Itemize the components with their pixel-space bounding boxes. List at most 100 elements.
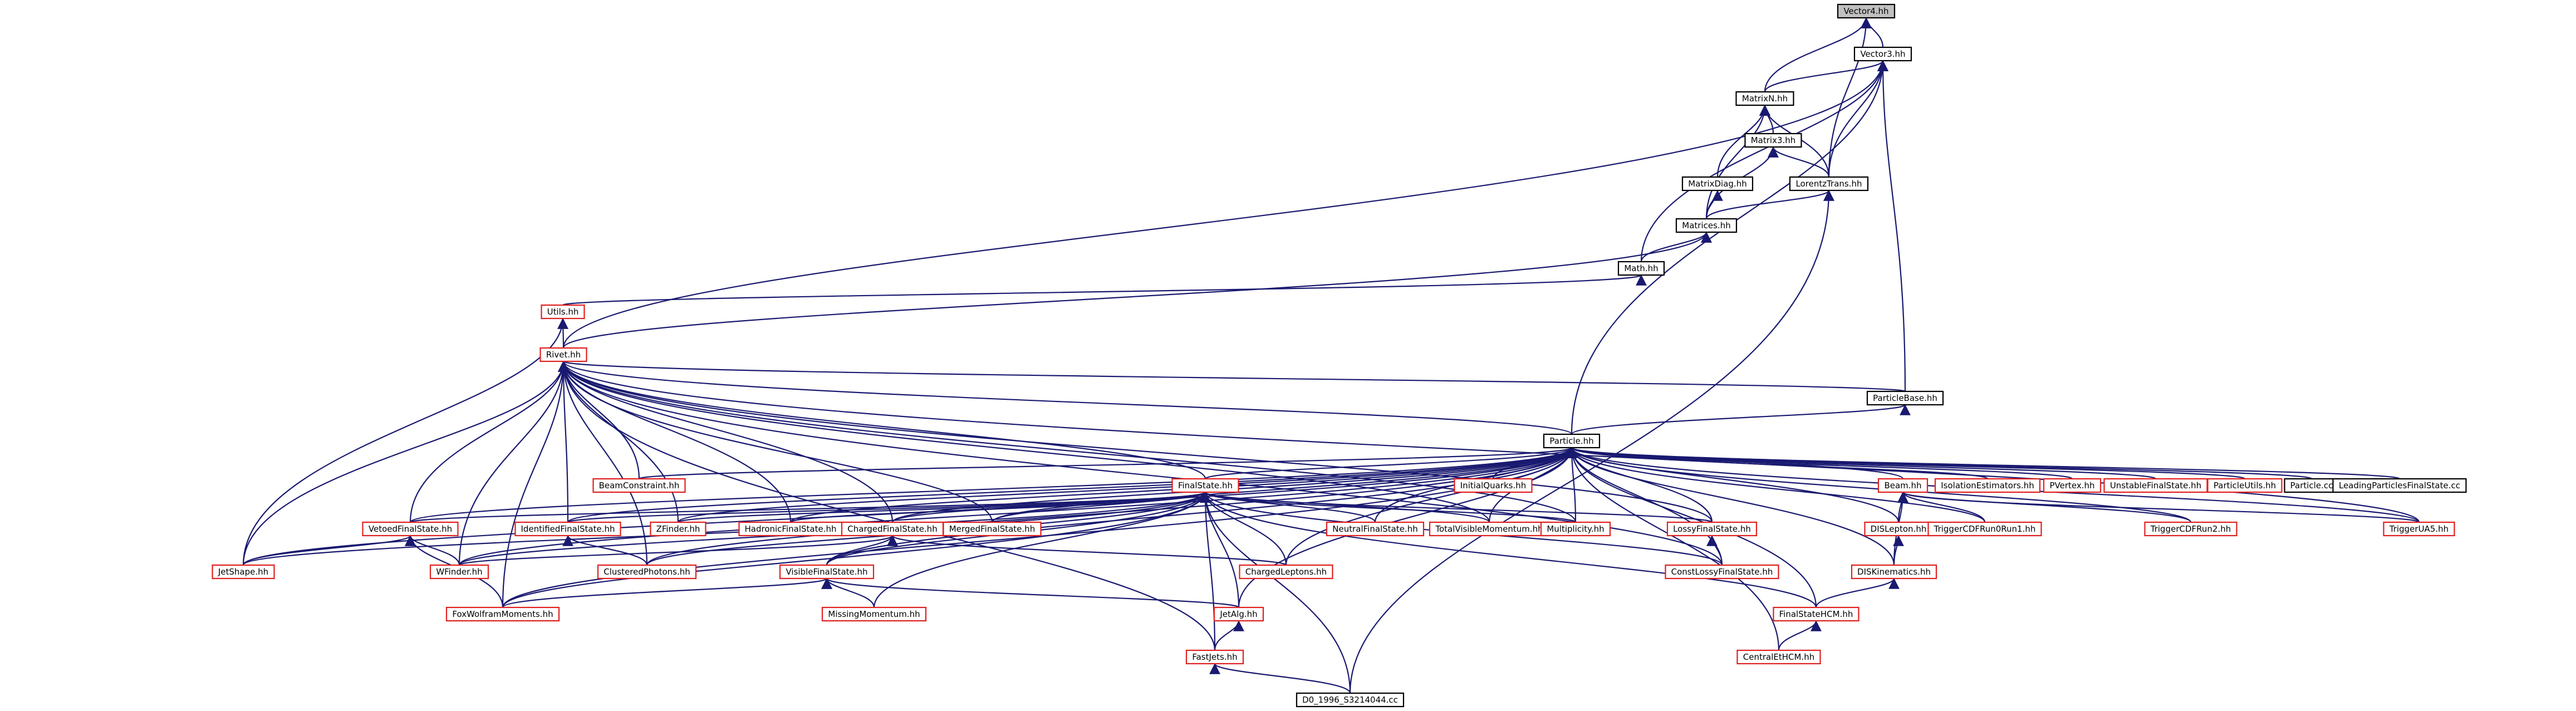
node-box	[1617, 261, 1665, 276]
node-d0_1996[interactable]: D0_1996_S3214044.cc	[1296, 692, 1405, 708]
node-box	[597, 564, 697, 580]
node-wfinder[interactable]: WFinder.hh	[429, 564, 489, 580]
node-chargedleptons[interactable]: ChargedLeptons.hh	[1239, 564, 1333, 580]
node-beamconstraint[interactable]: BeamConstraint.hh	[592, 478, 686, 493]
node-fastjets[interactable]: FastJets.hh	[1185, 649, 1244, 665]
node-diskinematics[interactable]: DISKinematics.hh	[1851, 564, 1937, 580]
edge-diskinematics-to-dislepton	[1893, 535, 1904, 566]
node-matrices[interactable]: Matrices.hh	[1675, 218, 1738, 233]
node-triggercdfrun0run1[interactable]: TriggerCDFRun0Run1.hh	[1927, 521, 2042, 537]
node-lorentztrans[interactable]: LorentzTrans.hh	[1789, 176, 1869, 192]
node-box	[1744, 133, 1802, 148]
node-label: ClusteredPhotons.hh	[603, 567, 690, 577]
node-math[interactable]: Math.hh	[1617, 261, 1665, 276]
node-visiblefinalstate[interactable]: VisibleFinalState.hh	[779, 564, 875, 580]
node-vector4[interactable]: Vector4.hh	[1837, 3, 1896, 19]
node-utils[interactable]: Utils.hh	[541, 304, 585, 320]
node-label: Multiplicity.hh	[1547, 524, 1604, 534]
node-box	[1213, 606, 1264, 622]
node-box	[2332, 478, 2467, 493]
node-chargedfinalstate[interactable]: ChargedFinalState.hh	[841, 521, 944, 537]
node-matrixdiag[interactable]: MatrixDiag.hh	[1681, 176, 1754, 192]
edge-identifiedfinalstate-to-particle	[567, 447, 1577, 523]
node-initialquarks[interactable]: InitialQuarks.hh	[1454, 478, 1533, 493]
node-matrixn[interactable]: MatrixN.hh	[1735, 91, 1794, 106]
node-clusteredphotons[interactable]: ClusteredPhotons.hh	[597, 564, 697, 580]
node-label: Rivet.hh	[546, 350, 581, 360]
node-dislepton[interactable]: DISLepton.hh	[1864, 521, 1933, 537]
node-box	[1934, 478, 2041, 493]
node-rivet[interactable]: Rivet.hh	[539, 347, 587, 362]
node-box	[1851, 564, 1937, 580]
edge-triggercdfrun0run1-to-beam	[1897, 492, 1986, 523]
node-label: FastJets.hh	[1192, 652, 1237, 662]
node-label: NeutralFinalState.hh	[1332, 524, 1417, 534]
node-jetalg[interactable]: JetAlg.hh	[1213, 606, 1264, 622]
node-identifiedfinalstate[interactable]: IdentifiedFinalState.hh	[514, 521, 621, 537]
node-box	[514, 521, 621, 537]
node-label: PVertex.hh	[2049, 480, 2094, 491]
edge-math-to-vector3	[1640, 60, 1888, 262]
node-box	[821, 606, 927, 622]
edge-triggercdfrun0run1-to-particle	[1566, 447, 1986, 523]
node-label: TriggerUA5.hh	[2389, 524, 2449, 534]
node-box	[1927, 521, 2042, 537]
node-matrix3[interactable]: Matrix3.hh	[1744, 133, 1802, 148]
edge-jetshape-to-vetoedfinalstate	[242, 535, 416, 566]
node-box	[1239, 564, 1333, 580]
node-label: LorentzTrans.hh	[1795, 179, 1862, 189]
node-centraletahcm[interactable]: CentralEtHCM.hh	[1736, 649, 1821, 665]
node-foxwolframmoments[interactable]: FoxWolframMoments.hh	[445, 606, 560, 622]
edge-beamconstraint-to-rivet	[558, 361, 640, 479]
node-totalvisiblemomentum[interactable]: TotalVisibleMomentum.hh	[1429, 521, 1550, 537]
edge-wfinder-to-particle	[458, 447, 1577, 566]
node-finalstatehcm[interactable]: FinalStateHCM.hh	[1773, 606, 1859, 622]
edge-triggerua5-to-rivet	[558, 361, 2420, 523]
node-box	[1736, 649, 1821, 665]
node-lossyfinalstate[interactable]: LossyFinalState.hh	[1666, 521, 1758, 537]
node-particleutils[interactable]: ParticleUtils.hh	[2207, 478, 2283, 493]
node-label: VetoedFinalState.hh	[369, 524, 452, 534]
node-unstablefinalstate[interactable]: UnstableFinalState.hh	[2103, 478, 2208, 493]
node-particlebase[interactable]: ParticleBase.hh	[1866, 390, 1944, 406]
node-particle[interactable]: Particle.hh	[1543, 433, 1601, 449]
node-zfinder[interactable]: ZFinder.hh	[650, 521, 706, 537]
edge-rivet-to-vector3	[562, 60, 1888, 349]
node-box	[1326, 521, 1425, 537]
node-box	[2207, 478, 2283, 493]
node-particlecc[interactable]: Particle.cc	[2284, 478, 2339, 493]
node-neutralfinalstate[interactable]: NeutralFinalState.hh	[1326, 521, 1425, 537]
edge-vetoedfinalstate-to-finalstate	[409, 491, 1210, 523]
node-triggerua5[interactable]: TriggerUA5.hh	[2383, 521, 2455, 537]
node-leadingparticles[interactable]: LeadingParticlesFinalState.cc	[2332, 478, 2467, 493]
node-box	[541, 304, 585, 320]
node-isolationestimators[interactable]: IsolationEstimators.hh	[1934, 478, 2041, 493]
node-vetoedfinalstate[interactable]: VetoedFinalState.hh	[362, 521, 459, 537]
node-hadronicfinalstate[interactable]: HadronicFinalState.hh	[738, 521, 843, 537]
node-pvertex[interactable]: PVertex.hh	[2043, 478, 2102, 493]
node-missingmomentum[interactable]: MissingMomentum.hh	[821, 606, 927, 622]
node-box	[1789, 176, 1869, 192]
node-label: IsolationEstimators.hh	[1941, 480, 2034, 491]
edge-foxwolframmoments-to-finalstate	[502, 492, 1211, 608]
node-box	[1864, 521, 1933, 537]
node-label: TotalVisibleMomentum.hh	[1435, 524, 1543, 534]
edge-matrices-to-matrixdiag	[1705, 190, 1723, 219]
file-nodes: Vector4.hhVector3.hhMatrixN.hhMatrix3.hh…	[212, 3, 2467, 708]
node-multiplicity[interactable]: Multiplicity.hh	[1540, 521, 1611, 537]
edge-identifiedfinalstate-to-rivet	[558, 361, 569, 523]
node-label: ConstLossyFinalState.hh	[1671, 567, 1773, 577]
node-finalstate[interactable]: FinalState.hh	[1171, 478, 1239, 493]
node-mergedfinalstate[interactable]: MergedFinalState.hh	[943, 521, 1042, 537]
edge-vetoedfinalstate-to-particle	[409, 447, 1577, 523]
node-constlossyfinalstate[interactable]: ConstLossyFinalState.hh	[1665, 564, 1779, 580]
node-beam[interactable]: Beam.hh	[1877, 478, 1929, 493]
node-box	[2144, 521, 2238, 537]
edge-mergedfinalstate-to-rivet	[558, 361, 993, 523]
node-label: Beam.hh	[1884, 480, 1921, 491]
node-jetshape[interactable]: JetShape.hh	[212, 564, 275, 580]
node-vector3[interactable]: Vector3.hh	[1853, 46, 1912, 62]
node-label: FinalState.hh	[1178, 480, 1233, 491]
node-box	[1681, 176, 1754, 192]
node-triggercdfrun2[interactable]: TriggerCDFRun2.hh	[2144, 521, 2238, 537]
